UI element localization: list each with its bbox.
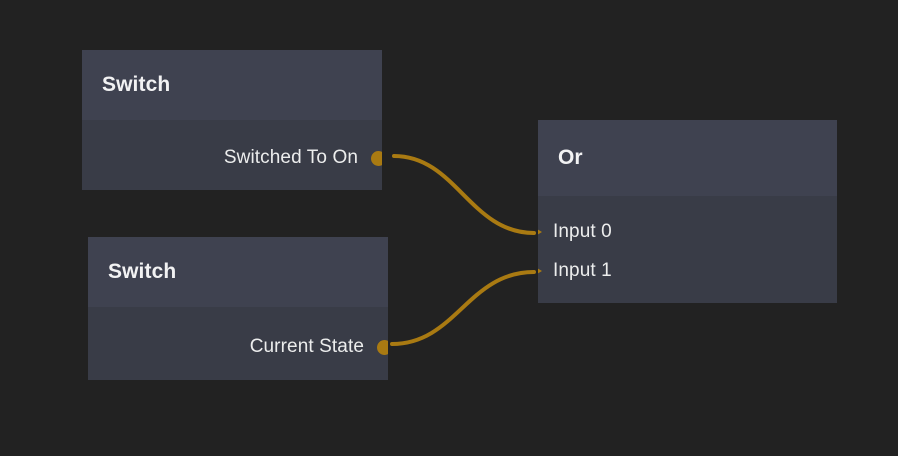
node-switch-1[interactable]: Switch Switched To On — [82, 50, 382, 190]
input-pin-row-input-0[interactable]: Input 0 — [538, 221, 612, 243]
output-pin-row-switched-to-on[interactable]: Switched To On — [224, 147, 382, 169]
node-header-switch-2[interactable]: Switch — [88, 237, 388, 307]
output-pin-dot[interactable] — [377, 339, 388, 355]
input-pin-row-input-1[interactable]: Input 1 — [538, 260, 612, 282]
input-pin-arrow[interactable] — [538, 223, 542, 241]
input-pin-arrow[interactable] — [538, 262, 542, 280]
wire-current-state[interactable] — [390, 270, 536, 346]
node-body-switch-2: Current State — [88, 307, 388, 380]
node-or-1[interactable]: Or Input 0 Input 1 — [538, 120, 837, 303]
node-title: Switch — [102, 73, 171, 96]
node-body-switch-1: Switched To On — [82, 120, 382, 190]
node-switch-2[interactable]: Switch Current State — [88, 237, 388, 380]
input-pin-label: Input 1 — [553, 260, 612, 281]
node-title: Switch — [108, 260, 177, 283]
node-header-or-1[interactable]: Or — [538, 120, 837, 196]
output-pin-row-current-state[interactable]: Current State — [250, 336, 388, 358]
output-pin-label: Current State — [249, 336, 364, 357]
output-pin-dot[interactable] — [371, 150, 382, 166]
input-pin-label: Input 0 — [553, 221, 612, 242]
node-title: Or — [558, 146, 583, 169]
node-body-or-1: Input 0 Input 1 — [538, 196, 837, 303]
output-pin-label: Switched To On — [223, 147, 358, 168]
node-header-switch-1[interactable]: Switch — [82, 50, 382, 120]
wire-switched-to-on[interactable] — [392, 154, 536, 235]
